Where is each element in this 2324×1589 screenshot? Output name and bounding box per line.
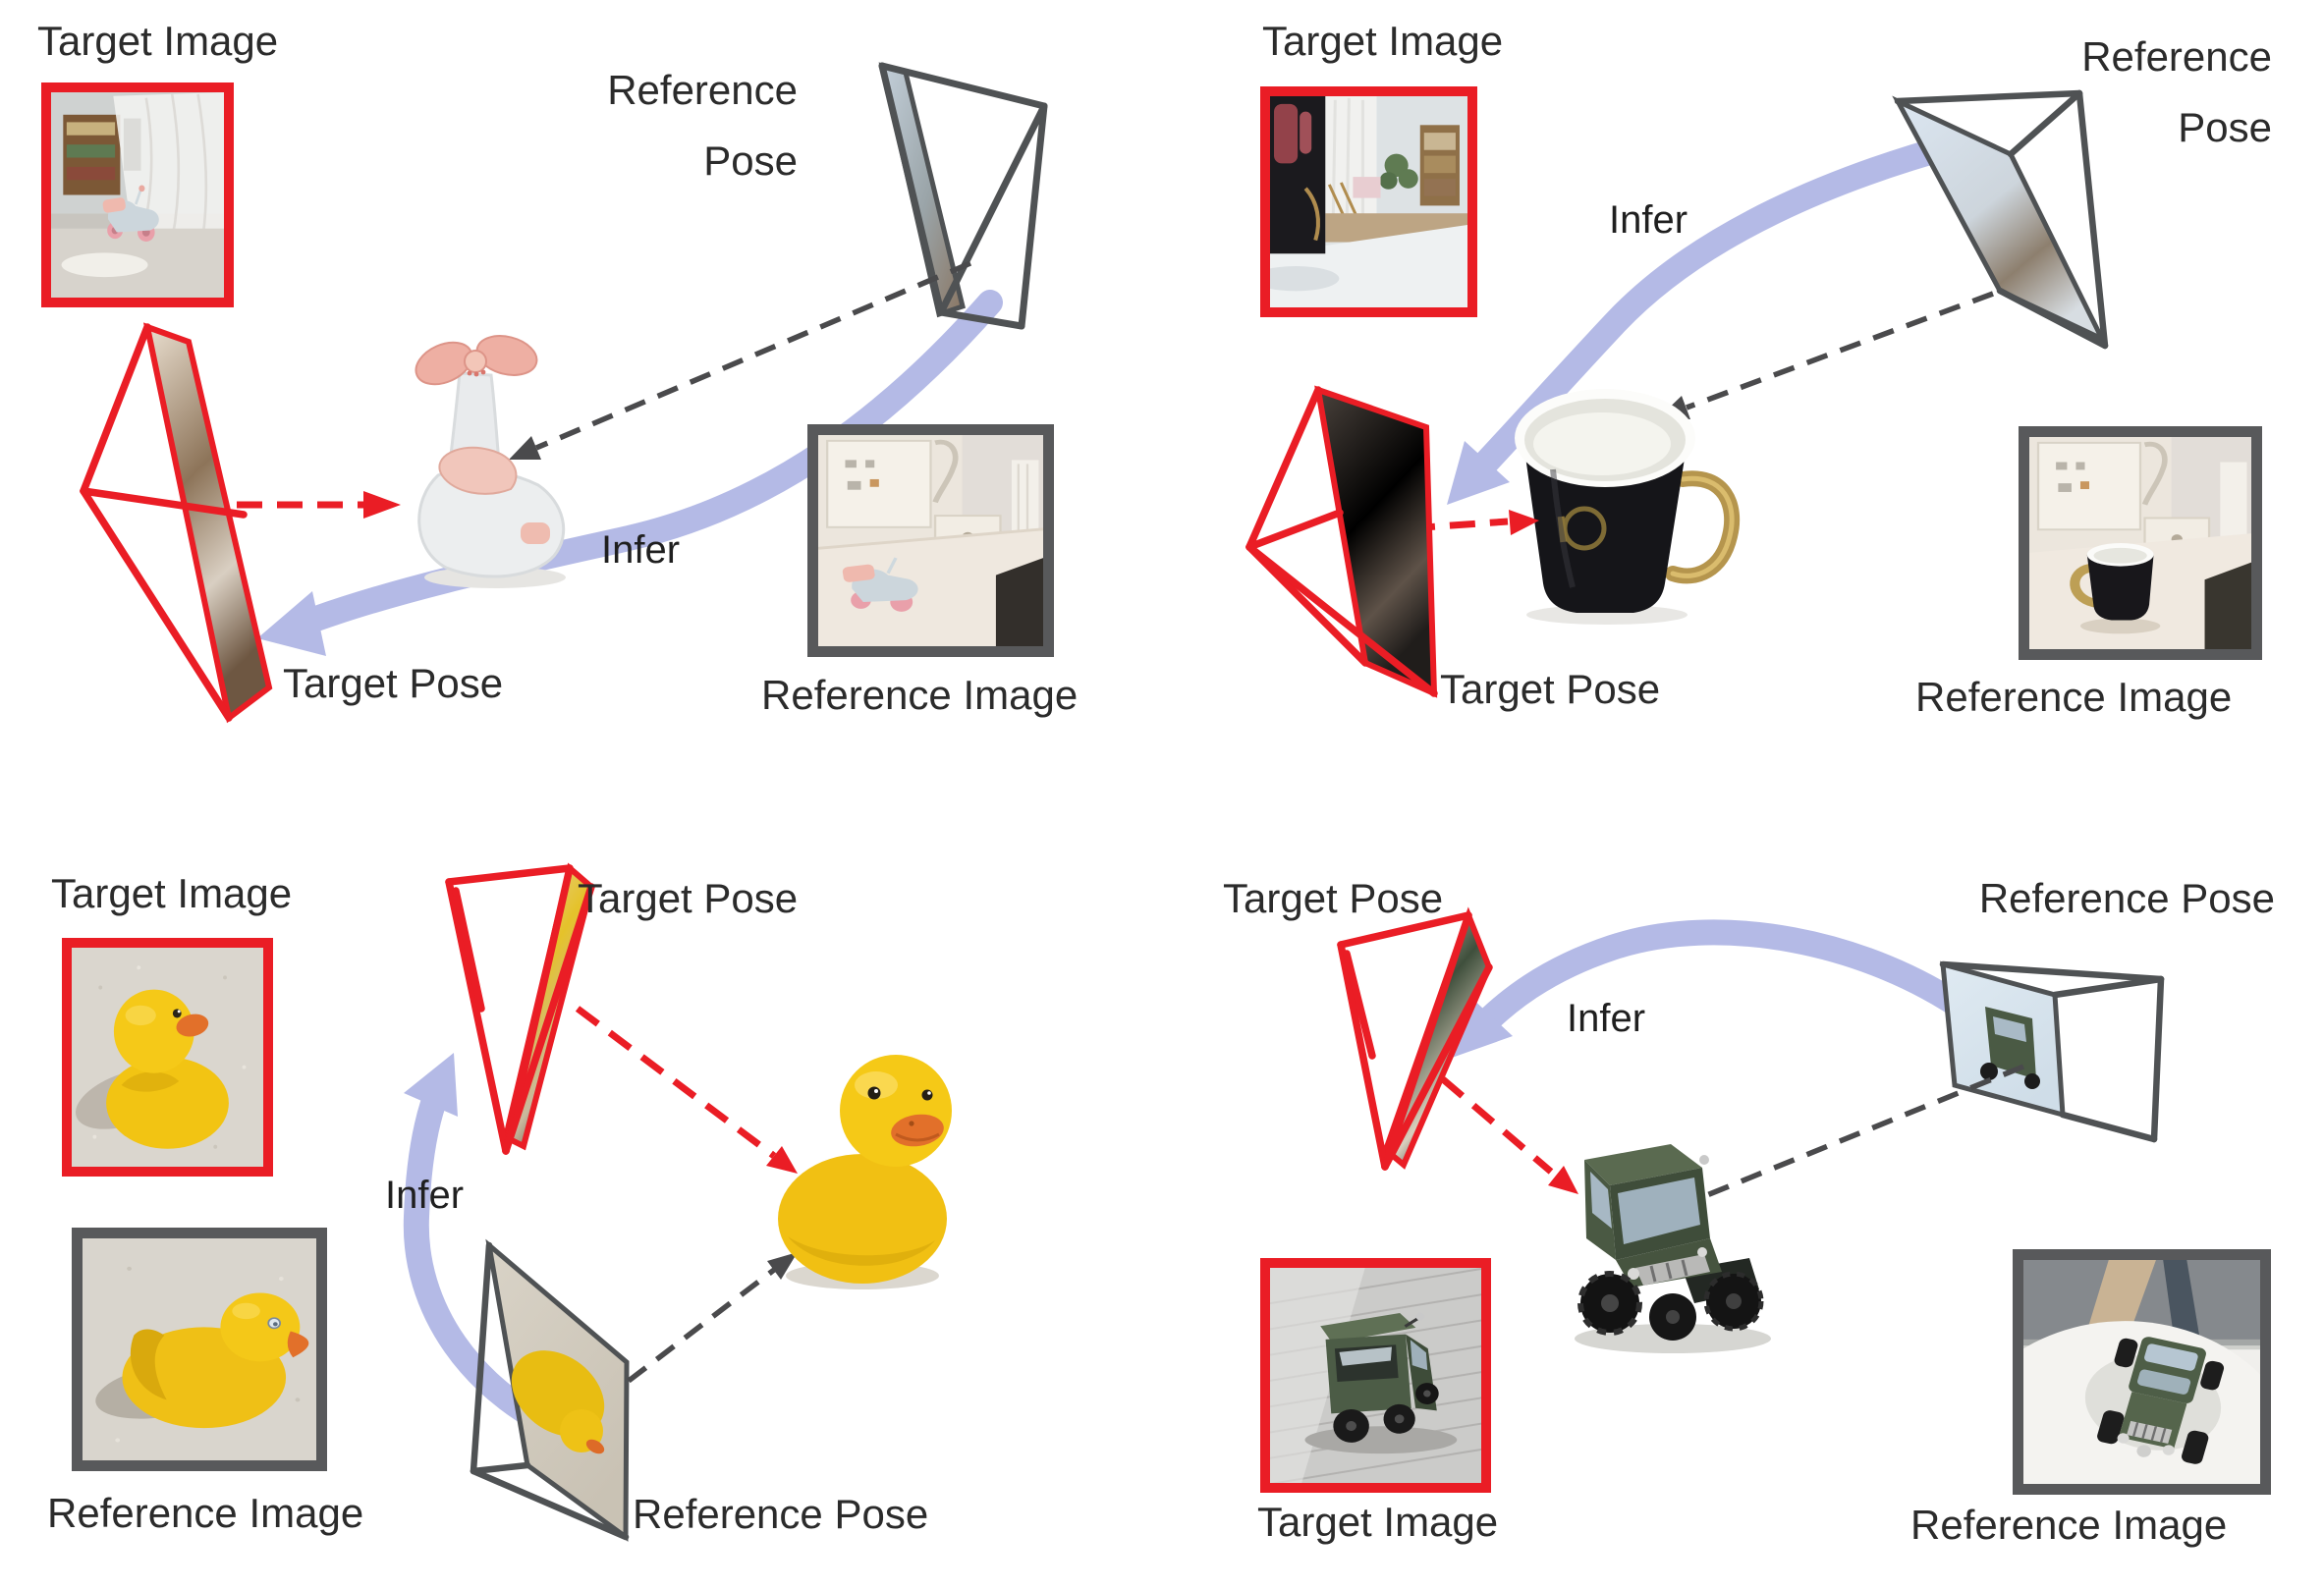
target-pose-label: Target Pose (1440, 666, 1661, 712)
mug-dresser-photo (2029, 437, 2251, 649)
target-image-photo (41, 82, 234, 307)
scooter-dresser-photo (818, 435, 1043, 646)
reference-image-photo (2019, 426, 2262, 660)
reference-pose-line1: Reference (2081, 33, 2272, 80)
reference-pose-line2: Pose (2178, 104, 2272, 150)
reference-view-direction-arrow (1659, 291, 1994, 419)
target-image-photo (1260, 86, 1477, 317)
rubber-duck-object (778, 1055, 952, 1289)
infer-arrow (257, 290, 1003, 656)
tractor-top-photo (2023, 1260, 2260, 1484)
target-pose-frustum-icon (1337, 906, 1493, 1171)
target-pose-label: Target Pose (578, 875, 799, 921)
target-image-label: Target Image (51, 870, 293, 916)
toy-tractor-object (1575, 1144, 1771, 1353)
infer-arrow (403, 1053, 590, 1451)
target-pose-frustum-icon (1245, 385, 1438, 698)
reference-view-direction-arrow (627, 1252, 798, 1384)
target-pose-label: Target Pose (283, 660, 504, 706)
infer-label: Infer (1567, 997, 1646, 1040)
infer-label: Infer (385, 1174, 465, 1217)
reference-image-photo (807, 424, 1054, 657)
target-image-label: Target Image (1262, 18, 1504, 64)
infer-arrow (1452, 919, 1984, 1058)
target-view-direction-arrow (1440, 1076, 1578, 1194)
infer-label: Infer (601, 528, 681, 572)
reference-image-photo (72, 1228, 327, 1471)
panel-toy-scooter: Target Image Reference Pose Infer Target… (0, 0, 1162, 794)
truck-rear-photo (1270, 1268, 1481, 1483)
infer-label: Infer (1609, 198, 1688, 242)
reference-pose-label: Reference Pose (2081, 22, 2272, 163)
reference-pose-label: Reference Pose (607, 55, 798, 196)
panel2-diagram-layer (1245, 89, 2109, 698)
duck-front-photo (72, 948, 263, 1167)
toy-scooter-object (415, 335, 566, 588)
panel3-diagram-layer (403, 862, 952, 1542)
reference-pose-frustum-icon (1939, 960, 2165, 1143)
target-pose-label: Target Pose (1223, 875, 1444, 921)
scooter-room-photo (51, 92, 224, 298)
target-image-photo (1260, 1258, 1491, 1493)
reference-image-label: Reference Image (1915, 674, 2233, 720)
reference-pose-frustum-icon (878, 62, 1048, 330)
reference-plane-photo (511, 1350, 605, 1454)
target-view-direction-arrow (196, 491, 401, 519)
panel1-diagram-layer (80, 62, 1048, 724)
panel4-diagram-layer (1337, 906, 2165, 1353)
reference-pose-line2: Pose (703, 137, 798, 184)
panel-rubber-duck: Target Image Target Pose Infer Reference… (0, 794, 1162, 1589)
black-gold-mug-object (1515, 389, 1741, 625)
target-image-label: Target Image (37, 18, 279, 64)
reference-plane-photo (1980, 1007, 2040, 1089)
reference-pose-label: Reference Pose (1978, 875, 2275, 921)
reference-view-direction-arrow (509, 260, 972, 460)
reference-image-label: Reference Image (761, 672, 1079, 718)
panel-black-mug: Target Image Reference Pose Infer Target… (1162, 0, 2324, 794)
mug-room-photo (1270, 96, 1467, 307)
duck-side-photo (83, 1238, 316, 1460)
target-view-direction-arrow (575, 1006, 798, 1174)
reference-image-label: Reference Image (1910, 1502, 2228, 1548)
reference-pose-line1: Reference (607, 67, 798, 113)
target-image-label: Target Image (1257, 1499, 1499, 1545)
reference-pose-frustum-icon (1892, 89, 2109, 350)
reference-pose-label: Reference Pose (633, 1491, 929, 1537)
reference-image-photo (2013, 1249, 2271, 1495)
target-pose-frustum-icon (80, 322, 273, 724)
target-image-photo (62, 938, 273, 1177)
panel-toy-tractor: Target Pose Reference Pose Infer Target … (1162, 794, 2324, 1589)
target-pose-frustum-icon (445, 862, 595, 1155)
reference-image-label: Reference Image (47, 1490, 364, 1536)
